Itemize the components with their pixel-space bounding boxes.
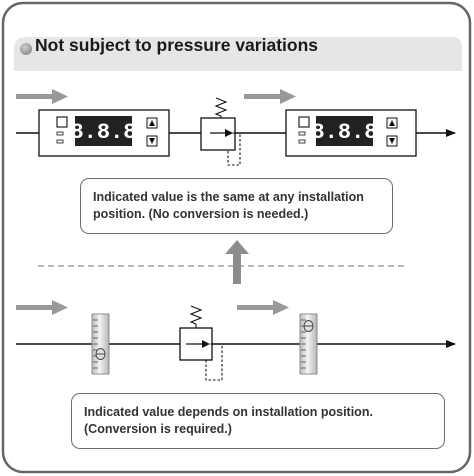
flow-arrow-icon — [16, 300, 68, 315]
callout-bottom-line1: Indicated value depends on installation … — [84, 405, 373, 419]
panel-title: Not subject to pressure variations — [35, 35, 318, 55]
title-bar — [14, 37, 462, 71]
up-arrow-icon — [225, 240, 249, 284]
flowmeter-icon — [91, 313, 110, 375]
title-bullet-icon — [20, 43, 32, 55]
regulator-icon — [200, 97, 241, 166]
digital-pressure-sensor: 8.8.8 — [38, 109, 170, 157]
callout-bottom-line2: (Conversion is required.) — [84, 422, 232, 436]
callout-top-line2: position. (No conversion is needed.) — [93, 207, 309, 221]
flow-arrow-icon — [244, 89, 296, 104]
callout-bottom: Indicated value depends on installation … — [71, 393, 445, 449]
sensor-display-digits: 8.8.8 — [70, 120, 136, 145]
flow-arrow-icon — [16, 89, 68, 104]
flow-arrow-icon — [237, 300, 289, 315]
callout-top: Indicated value is the same at any insta… — [80, 178, 393, 234]
digital-pressure-sensor: 8.8.8 — [285, 109, 417, 157]
flowmeter-icon — [299, 313, 318, 375]
regulator-icon — [179, 305, 223, 381]
callout-top-line1: Indicated value is the same at any insta… — [93, 190, 364, 204]
sensor-display-digits: 8.8.8 — [311, 120, 377, 145]
